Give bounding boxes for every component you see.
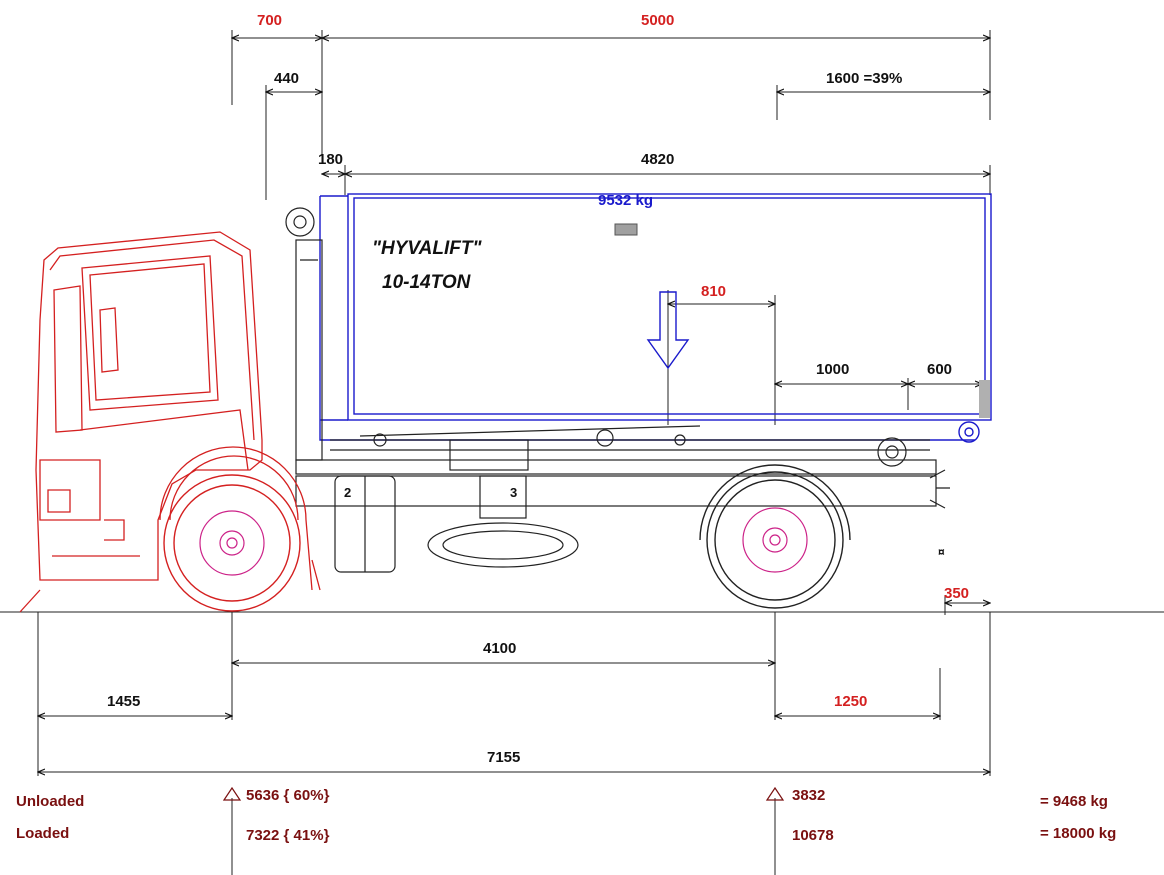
jack-symbol: ¤ (938, 545, 945, 559)
axle-load-arrows (222, 786, 785, 801)
rear-roller (979, 380, 990, 418)
rear-wheel (699, 464, 851, 609)
dim-5000: 5000 (641, 12, 674, 29)
front-axle-loaded: 7322 { 41%} (246, 827, 330, 844)
dim-700: 700 (257, 12, 282, 29)
rear-axle-loaded: 10678 (792, 827, 834, 844)
dim-600: 600 (927, 361, 952, 378)
dim-1455: 1455 (107, 693, 140, 710)
dim-440: 440 (274, 70, 299, 87)
unloaded-label: Unloaded (16, 793, 84, 810)
total-loaded: = 18000 kg (1040, 825, 1116, 842)
dim-350: 350 (944, 585, 969, 602)
rear-hub (742, 507, 808, 573)
center-of-gravity-marker (614, 223, 638, 236)
front-wheel (163, 474, 301, 612)
dim-810: 810 (701, 283, 726, 300)
body-label-line2: 10-14TON (382, 272, 472, 293)
dim-180: 180 (318, 151, 343, 168)
truck-cab (19, 231, 321, 613)
body-label-line1: "HYVALIFT" (372, 238, 482, 259)
rear-axle-unloaded: 3832 (792, 787, 825, 804)
axle-marker-2: 2 (344, 485, 351, 500)
load-arrow-icon (646, 291, 690, 370)
front-hub (199, 510, 265, 576)
load-weight: 9532 kg (598, 192, 653, 209)
dim-1600: 1600 =39% (826, 70, 902, 87)
chassis (285, 207, 950, 573)
dim-1000: 1000 (816, 361, 849, 378)
front-axle-unloaded: 5636 { 60%} (246, 787, 330, 804)
dim-4100: 4100 (483, 640, 516, 657)
dim-1250: 1250 (834, 693, 867, 710)
total-unloaded: = 9468 kg (1040, 793, 1108, 810)
container-body (319, 193, 992, 443)
axle-marker-3: 3 (510, 485, 517, 500)
dim-7155: 7155 (487, 749, 520, 766)
dim-4820: 4820 (641, 151, 674, 168)
loaded-label: Loaded (16, 825, 69, 842)
dimension-lines (0, 30, 1164, 875)
